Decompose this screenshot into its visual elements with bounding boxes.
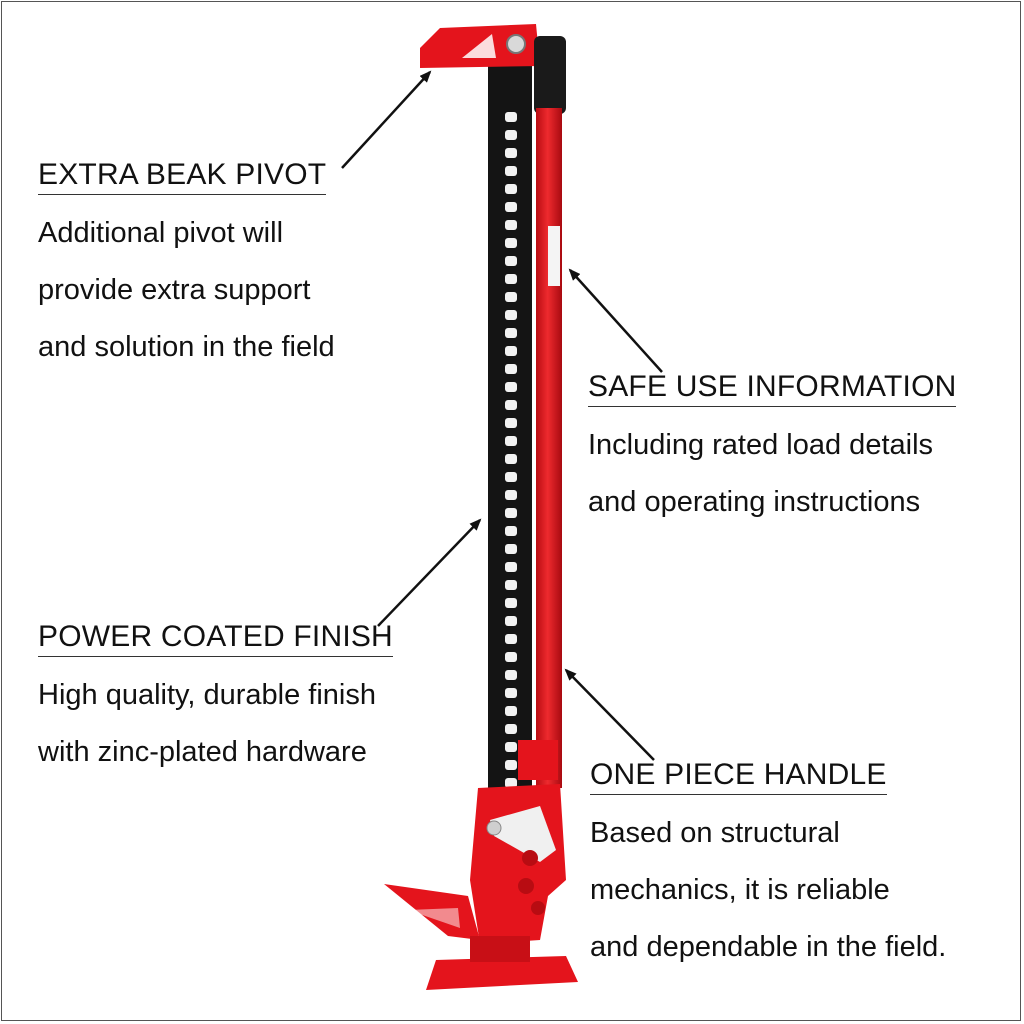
arrow-finish <box>377 518 482 627</box>
handle-bar <box>536 108 562 788</box>
desc-line: High quality, durable finish <box>38 679 376 711</box>
bar-hole <box>505 616 517 626</box>
desc-line: and solution in the field <box>38 331 335 363</box>
bar-hole <box>505 742 517 752</box>
callout-description: High quality, durable finish with zinc-p… <box>38 667 393 781</box>
bar-holes <box>505 112 517 824</box>
callout-description: Including rated load details and operati… <box>588 417 956 531</box>
callout-description: Additional pivot will provide extra supp… <box>38 205 335 376</box>
bar-hole <box>505 292 517 302</box>
bar-hole <box>505 562 517 572</box>
callout-description: Based on structural mechanics, it is rel… <box>590 805 946 976</box>
bar-hole <box>505 328 517 338</box>
bar-hole <box>505 256 517 266</box>
desc-line: Additional pivot will <box>38 217 284 249</box>
desc-line: with zinc-plated hardware <box>38 736 367 768</box>
base-plate <box>426 956 578 990</box>
handle-grip <box>534 36 566 114</box>
bar-hole <box>505 670 517 680</box>
bar-hole <box>505 112 517 122</box>
desc-line: provide extra support <box>38 274 311 306</box>
bar-hole <box>505 778 517 788</box>
bar-hole <box>505 454 517 464</box>
bar-hole <box>505 760 517 770</box>
bar-hole <box>505 634 517 644</box>
bar-hole <box>505 202 517 212</box>
callout-handle: ONE PIECE HANDLE Based on structural mec… <box>590 758 946 976</box>
bar-hole <box>505 598 517 608</box>
callout-heading: EXTRA BEAK PIVOT <box>38 158 327 195</box>
bar-hole <box>505 472 517 482</box>
bar-hole <box>505 166 517 176</box>
bar-hole <box>505 544 517 554</box>
bar-hole <box>505 346 517 356</box>
desc-line: and dependable in the field. <box>590 931 947 963</box>
desc-line: Based on structural <box>590 817 840 849</box>
arrow-beak-pivot <box>341 70 432 169</box>
bar-hole <box>505 652 517 662</box>
arrow-handle <box>564 668 655 761</box>
bar-hole <box>505 130 517 140</box>
bar-hole <box>505 526 517 536</box>
desc-line: Including rated load details <box>588 429 934 461</box>
bar-hole <box>505 274 517 284</box>
arrow-safe-use <box>568 268 663 373</box>
desc-line: mechanics, it is reliable <box>590 874 890 906</box>
callout-finish: POWER COATED FINISH High quality, durabl… <box>38 620 393 781</box>
bar-hole <box>505 220 517 230</box>
bar-hole <box>505 148 517 158</box>
bar-hole <box>505 382 517 392</box>
safety-label <box>548 226 560 286</box>
callout-heading: POWER COATED FINISH <box>38 620 393 657</box>
beak-pivot-bolt <box>506 34 526 54</box>
bar-hole <box>505 310 517 320</box>
bar-hole <box>505 400 517 410</box>
callout-safe-use: SAFE USE INFORMATION Including rated loa… <box>588 370 957 531</box>
mechanism-body <box>470 784 566 944</box>
bar-hole <box>505 580 517 590</box>
callout-heading: SAFE USE INFORMATION <box>588 370 957 407</box>
bar-hole <box>505 490 517 500</box>
bar-hole <box>505 508 517 518</box>
desc-line: and operating instructions <box>588 486 921 518</box>
callout-beak-pivot: EXTRA BEAK PIVOT Additional pivot will p… <box>38 158 335 376</box>
bar-hole <box>505 238 517 248</box>
bar-hole <box>505 364 517 374</box>
bar-hole <box>505 436 517 446</box>
bar-hole <box>505 724 517 734</box>
callout-heading: ONE PIECE HANDLE <box>590 758 887 795</box>
bar-hole <box>505 418 517 428</box>
bar-hole <box>505 688 517 698</box>
bar-hole <box>505 706 517 716</box>
bar-hole <box>505 184 517 194</box>
